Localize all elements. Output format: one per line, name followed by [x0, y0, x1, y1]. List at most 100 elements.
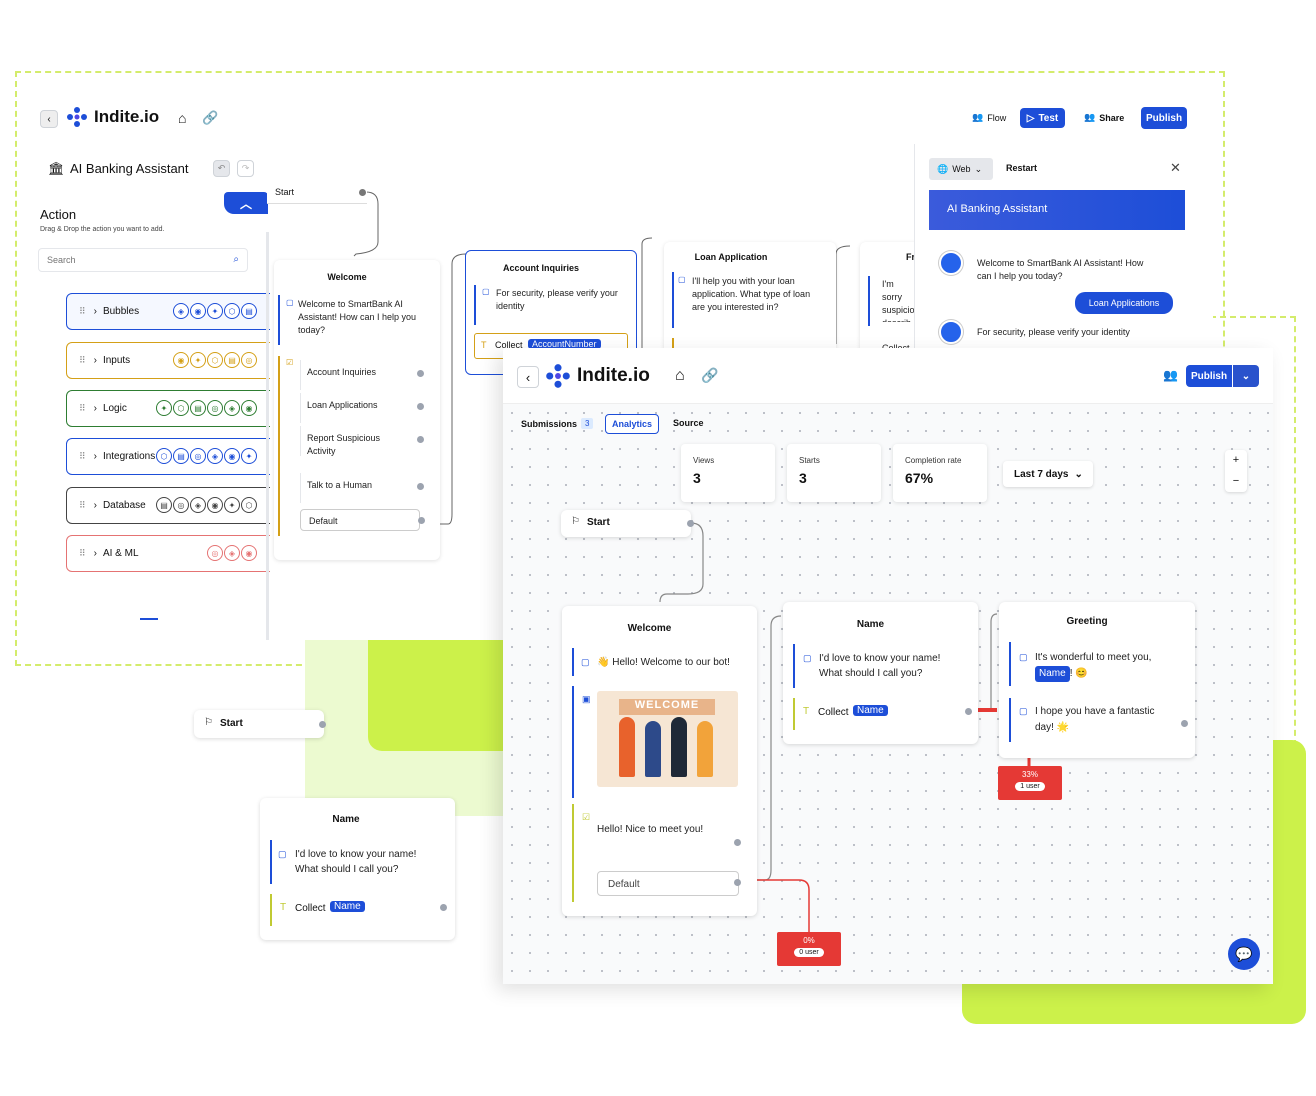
- text-input-icon: T: [803, 706, 810, 717]
- drag-handle-icon[interactable]: ⠿: [79, 500, 86, 510]
- front-start-node[interactable]: ⚐ Start: [561, 510, 694, 537]
- front-link-icon[interactable]: 🔗: [701, 367, 719, 383]
- action-icon[interactable]: ⬡: [156, 448, 172, 464]
- back-choice-item[interactable]: Account Inquiries: [300, 360, 428, 390]
- action-icon[interactable]: ◈: [173, 303, 189, 319]
- welcome-choice[interactable]: Hello! Nice to meet you!: [597, 816, 741, 862]
- action-icon[interactable]: ◉: [173, 352, 189, 368]
- sidebar-group-database[interactable]: ⠿›Database▤◎◈◉✦⬡: [66, 487, 284, 524]
- redo-button[interactable]: ↷: [237, 160, 254, 177]
- back-welcome-node[interactable]: Welcome ▢ Welcome to SmartBank AI Assist…: [274, 260, 440, 560]
- action-icon[interactable]: ▤: [224, 352, 240, 368]
- tab-submissions[interactable]: Submissions 3: [521, 418, 594, 429]
- front-welcome-node[interactable]: Welcome ▢ 👋 Hello! Welcome to our bot! ▣…: [562, 606, 757, 916]
- search-icon[interactable]: ⌕: [233, 254, 239, 265]
- user-reply[interactable]: Loan Applications: [1075, 292, 1173, 314]
- drag-handle-icon[interactable]: ⠿: [79, 451, 86, 461]
- collapse-button[interactable]: ︿: [224, 192, 268, 214]
- zoom-in-button[interactable]: +: [1232, 454, 1240, 466]
- home-icon[interactable]: ⌂: [178, 110, 187, 126]
- chat-bubble-icon: ▢: [1019, 706, 1028, 716]
- action-icon[interactable]: ▤: [173, 448, 189, 464]
- drag-handle-icon[interactable]: ⠿: [79, 355, 86, 365]
- web-select[interactable]: 🌐Web⌄: [929, 158, 993, 180]
- search-input[interactable]: [47, 255, 207, 265]
- back-choice-item[interactable]: Loan Applications: [300, 393, 428, 423]
- front-back-button[interactable]: ‹: [517, 366, 539, 388]
- range-select[interactable]: Last 7 days⌄: [1003, 461, 1093, 487]
- action-icon[interactable]: ◈: [207, 448, 223, 464]
- back-button[interactable]: ‹: [40, 110, 58, 128]
- action-icon[interactable]: ◎: [241, 352, 257, 368]
- action-icon[interactable]: ◈: [190, 497, 206, 513]
- action-icon[interactable]: ✦: [190, 352, 206, 368]
- action-icon[interactable]: ✦: [156, 400, 172, 416]
- floating-start-node[interactable]: ⚐ Start: [194, 710, 326, 738]
- action-icon[interactable]: ◎: [173, 497, 189, 513]
- welcome-banner: WELCOME: [619, 699, 715, 715]
- action-icon[interactable]: ⬡: [224, 303, 240, 319]
- action-icon[interactable]: ⬡: [207, 352, 223, 368]
- start-handle[interactable]: [359, 189, 366, 196]
- action-icon[interactable]: ◉: [190, 303, 206, 319]
- image-icon: ▣: [582, 694, 591, 704]
- action-icon[interactable]: ▤: [190, 400, 206, 416]
- action-icon[interactable]: ⬡: [173, 400, 189, 416]
- front-greeting-node[interactable]: Greeting ▢ It's wonderful to meet you, N…: [999, 602, 1195, 758]
- share-button[interactable]: 👥Share: [1084, 112, 1125, 123]
- drag-handle-icon[interactable]: ⠿: [79, 306, 86, 316]
- action-icon[interactable]: ✦: [224, 497, 240, 513]
- collaborators-icon[interactable]: 👥: [1163, 368, 1178, 382]
- sidebar-group-ai-ml[interactable]: ⠿›AI & ML◎◈◉: [66, 535, 284, 572]
- indite-logo-icon: [546, 364, 570, 388]
- drag-handle-icon[interactable]: ⠿: [79, 403, 86, 413]
- action-icon[interactable]: ✦: [241, 448, 257, 464]
- action-icon[interactable]: ◈: [224, 545, 240, 561]
- sidebar-group-logic[interactable]: ⠿›Logic✦⬡▤◎◈◉: [66, 390, 284, 427]
- zoom-out-button[interactable]: −: [1232, 475, 1240, 487]
- action-icon[interactable]: ◎: [207, 545, 223, 561]
- chat-bubble-icon: ▢: [278, 849, 287, 859]
- front-default[interactable]: Default: [597, 871, 739, 896]
- floating-name-node[interactable]: Name ▢ I'd love to know your name! What …: [260, 798, 455, 940]
- close-icon[interactable]: ✕: [1170, 160, 1181, 175]
- back-choice-item[interactable]: Talk to a Human: [300, 473, 428, 503]
- search-box[interactable]: ⌕: [38, 248, 248, 272]
- sidebar-divider: [266, 232, 269, 640]
- sidebar-group-bubbles[interactable]: ⠿›Bubbles◈◉✦⬡▤: [66, 293, 284, 330]
- sidebar-group-integrations[interactable]: ⠿›Integrations⬡▤◎◈◉✦: [66, 438, 284, 475]
- front-name-node[interactable]: Name ▢ I'd love to know your name! What …: [783, 602, 978, 744]
- action-icon[interactable]: ◉: [241, 400, 257, 416]
- test-button[interactable]: ▷Test: [1020, 108, 1065, 128]
- sidebar-group-inputs[interactable]: ⠿›Inputs◉✦⬡▤◎: [66, 342, 284, 379]
- action-icon[interactable]: ◉: [241, 545, 257, 561]
- front-publish-button[interactable]: Publish: [1186, 365, 1232, 387]
- back-choice-item[interactable]: Report Suspicious Activity: [300, 426, 428, 456]
- action-icon[interactable]: ▤: [156, 497, 172, 513]
- chat-bubble-icon: ▢: [286, 298, 294, 307]
- flow-button[interactable]: 👥Flow: [972, 112, 1007, 123]
- publish-button[interactable]: Publish: [1141, 107, 1187, 129]
- action-icon[interactable]: ◈: [224, 400, 240, 416]
- action-icon[interactable]: ▤: [241, 303, 257, 319]
- front-home-icon[interactable]: ⌂: [675, 367, 685, 384]
- chat-bubble-icon: ▢: [803, 653, 812, 663]
- action-icon[interactable]: ◎: [207, 400, 223, 416]
- chat-fab[interactable]: 💬: [1228, 938, 1260, 970]
- action-icon[interactable]: ◎: [190, 448, 206, 464]
- tab-source[interactable]: Source: [673, 418, 704, 428]
- back-start-node[interactable]: Start: [267, 182, 367, 204]
- link-icon[interactable]: 🔗: [202, 110, 219, 125]
- back-default[interactable]: Default: [300, 509, 420, 531]
- action-icon[interactable]: ⬡: [241, 497, 257, 513]
- group-label: Integrations: [102, 451, 156, 462]
- publish-dropdown[interactable]: ⌄: [1233, 365, 1259, 387]
- action-icon[interactable]: ◉: [224, 448, 240, 464]
- undo-button[interactable]: ↶: [213, 160, 230, 177]
- submissions-badge: 3: [581, 418, 594, 429]
- tab-analytics[interactable]: Analytics: [605, 414, 659, 434]
- drag-handle-icon[interactable]: ⠿: [79, 548, 86, 558]
- restart-button[interactable]: Restart: [1006, 163, 1038, 173]
- action-icon[interactable]: ✦: [207, 303, 223, 319]
- action-icon[interactable]: ◉: [207, 497, 223, 513]
